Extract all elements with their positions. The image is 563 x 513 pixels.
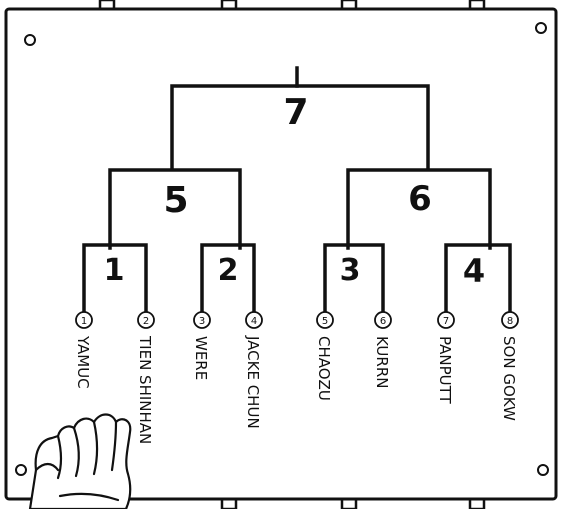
seed-circle-5 (316, 311, 334, 329)
seed-number-3: 3 (199, 316, 205, 327)
quarterfinal-2-number: 2 (218, 253, 239, 288)
seed-circle-4 (245, 311, 263, 329)
fighter-name-5: CHAOZU (315, 336, 333, 401)
seed-number-8: 8 (507, 316, 513, 327)
hand-icon (28, 413, 132, 511)
fighter-name-4: JACKE CHUN (244, 335, 262, 429)
seed-number-6: 6 (380, 316, 386, 327)
quarterfinal-3-number: 3 (340, 253, 361, 288)
seed-circle-7 (437, 311, 455, 329)
fighter-name-8: SON GOKW (500, 336, 518, 421)
fighter-name-3: WERE (192, 336, 210, 380)
seed-number-7: 7 (443, 316, 449, 327)
seed-number-1: 1 (81, 316, 87, 327)
bracket-lines (82, 66, 512, 314)
semifinal-1-number: 5 (163, 180, 188, 221)
seed-number-5: 5 (322, 316, 328, 327)
seed-number-2: 2 (143, 316, 149, 327)
board-panel (4, 7, 558, 501)
fighter-name-6: KURRN (373, 336, 391, 388)
quarterfinal-4-number: 4 (463, 252, 485, 290)
quarterfinal-1-number: 1 (104, 253, 125, 288)
fighter-name-1: YAMUC (74, 335, 92, 389)
seed-circle-1 (75, 311, 93, 329)
fighter-name-2: TIEN SHINHAN (136, 335, 154, 444)
seed-circle-3 (193, 311, 211, 329)
semifinal-2-number: 6 (408, 179, 432, 219)
seed-number-4: 4 (251, 316, 257, 327)
board-screws (15, 22, 549, 476)
seed-circle-6 (374, 311, 392, 329)
fighter-name-7: PANPUTT (436, 336, 454, 404)
seed-circle-2 (137, 311, 155, 329)
final-match-number: 7 (283, 92, 308, 133)
seed-circles (75, 311, 519, 329)
seed-circle-8 (501, 311, 519, 329)
